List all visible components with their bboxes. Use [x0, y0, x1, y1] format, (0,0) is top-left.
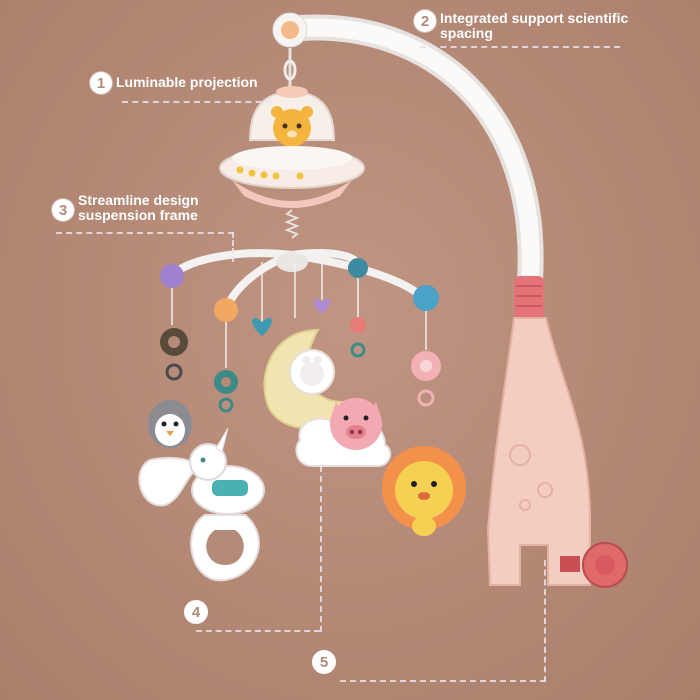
end-ball-orange: [214, 298, 238, 322]
callout-luminable-projection: 1 Luminable projection: [90, 72, 258, 94]
callout-label-3: Streamline design suspension frame: [78, 192, 199, 223]
heart-icon: [252, 317, 272, 336]
callout-leader-2: [420, 46, 620, 48]
clamp-screw: [560, 556, 580, 572]
callout-label-2: Integrated support scientific spacing: [440, 10, 629, 41]
callout-number-1: 1: [90, 72, 112, 94]
callout-leader-5: [340, 680, 546, 682]
callout-integrated-support: 2 Integrated support scientific spacing: [414, 10, 674, 41]
end-ball-purple: [160, 264, 184, 288]
bear-projector-icon: [273, 109, 311, 147]
pig-icon: [330, 398, 382, 450]
callout-number-2: 2: [414, 10, 436, 32]
projector-buttons: [236, 166, 304, 180]
callout-label-1: Luminable projection: [116, 74, 258, 90]
callout-number-4: 4: [184, 600, 208, 624]
callout-leader-3: [56, 232, 234, 234]
end-ball-blue: [413, 285, 439, 311]
callout-suspension-frame: 3 Streamline design suspension frame: [52, 193, 232, 223]
end-ball-teal: [348, 258, 368, 278]
clamp-body: [486, 317, 591, 586]
ring-band: [514, 276, 544, 320]
callout-leader-1: [122, 101, 272, 103]
callout-number-3: 3: [52, 199, 74, 221]
callout-number-5: 5: [312, 650, 336, 674]
callout-leader-4: [196, 630, 320, 632]
